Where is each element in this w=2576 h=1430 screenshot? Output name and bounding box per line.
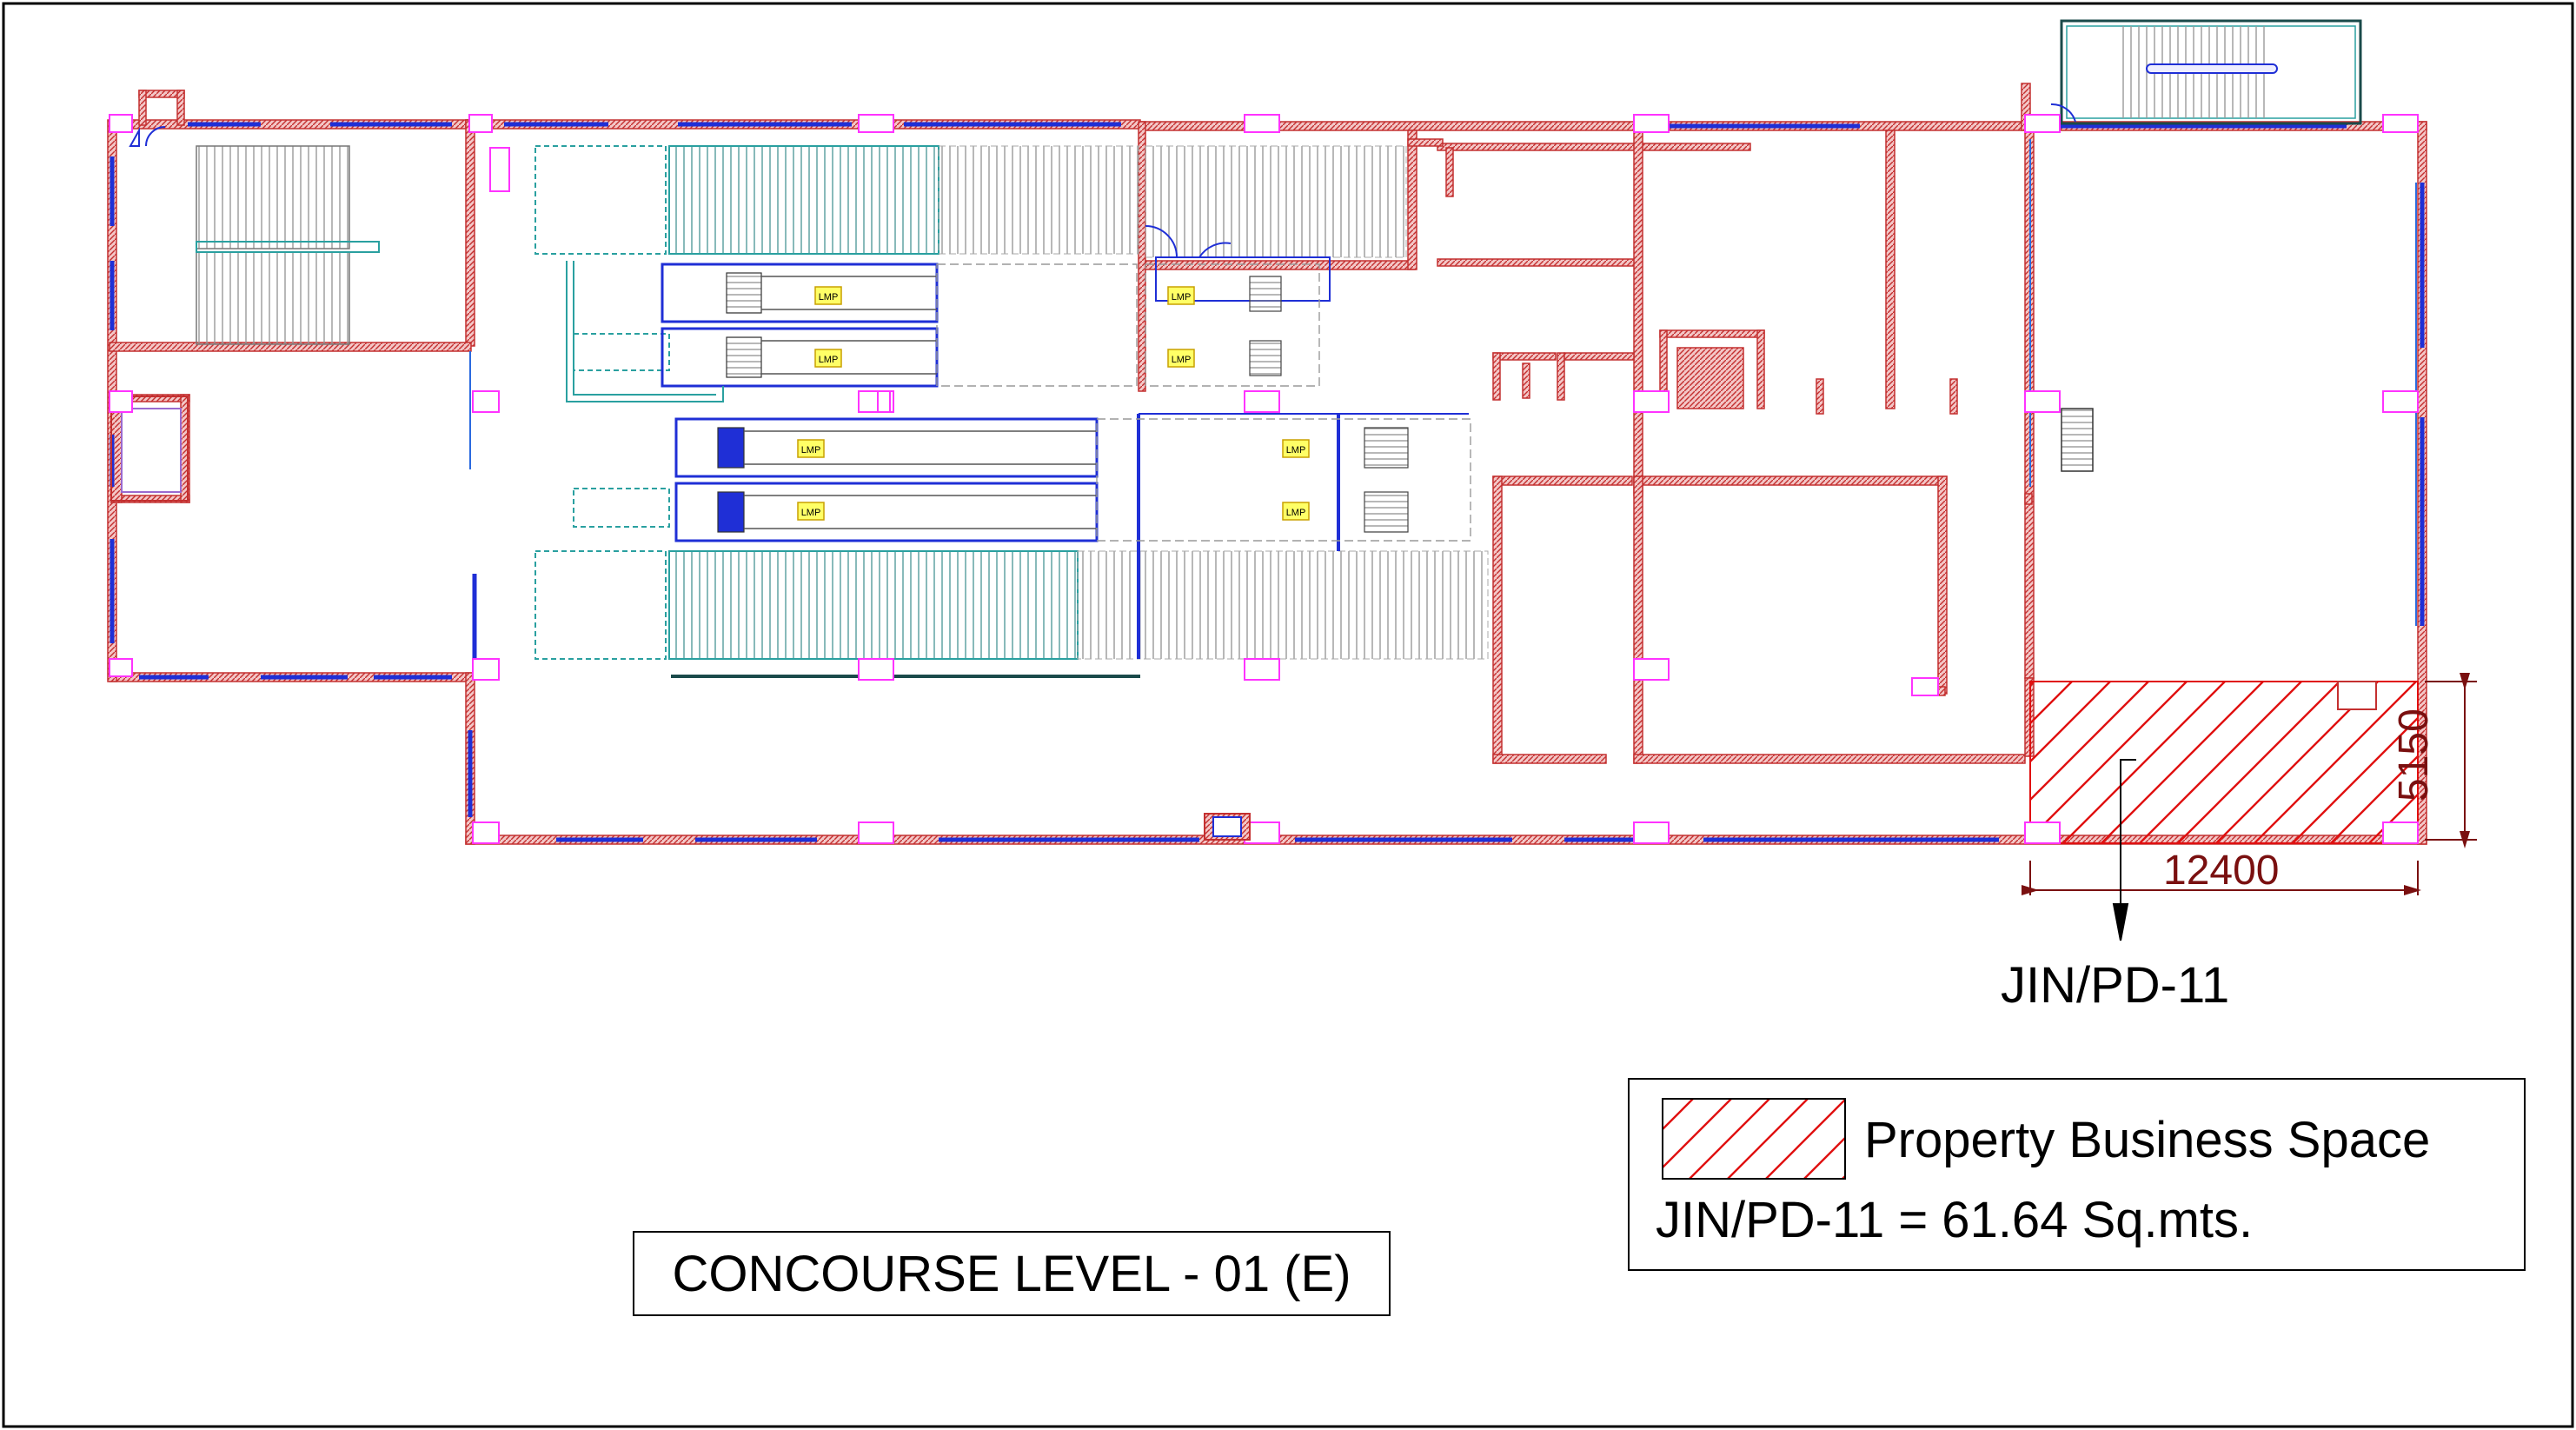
dimension-lines [2022, 673, 2477, 895]
dimension-height-label: 5150 [2391, 708, 2437, 801]
dimension-width-label: 12400 [2163, 848, 2280, 894]
glazing-lines [110, 122, 2425, 842]
lmp-tags: LMP LMP LMP LMP LMP LMP LMP LMP [797, 286, 1310, 521]
lmp-tag-text: LMP [1286, 445, 1306, 456]
legend-box [1628, 1078, 2526, 1271]
lmp-tag-text: LMP [801, 445, 821, 456]
stair-top-right [2050, 19, 2362, 125]
side-steps [2061, 408, 2094, 472]
escalators: LMP LMP LMP LMP LMP LMP LMP LMP [566, 261, 1471, 542]
legend-swatch [1662, 1098, 1846, 1180]
unit-id-label: JIN/PD-11 [2001, 957, 2230, 1014]
lmp-tag-text: LMP [1172, 292, 1192, 303]
unit-leader [2112, 759, 2136, 941]
left-service-room [110, 396, 189, 502]
area-text: JIN/PD-11 = 61.64 Sq.mts. [1656, 1192, 2254, 1248]
column-markers [109, 114, 2419, 844]
lmp-tag-text: LMP [819, 355, 839, 365]
drawing-title: CONCOURSE LEVEL - 01 (E) [633, 1231, 1391, 1316]
stair-top-left [129, 126, 380, 345]
lmp-tag-text: LMP [819, 292, 839, 303]
lmp-tag-text: LMP [801, 508, 821, 518]
legend-label: Property Business Space [1864, 1112, 2431, 1168]
central-stairs [534, 145, 1489, 678]
business-space-notch [2337, 681, 2377, 710]
lmp-tag-text: LMP [1172, 355, 1192, 365]
lmp-tag-text: LMP [1286, 508, 1306, 518]
